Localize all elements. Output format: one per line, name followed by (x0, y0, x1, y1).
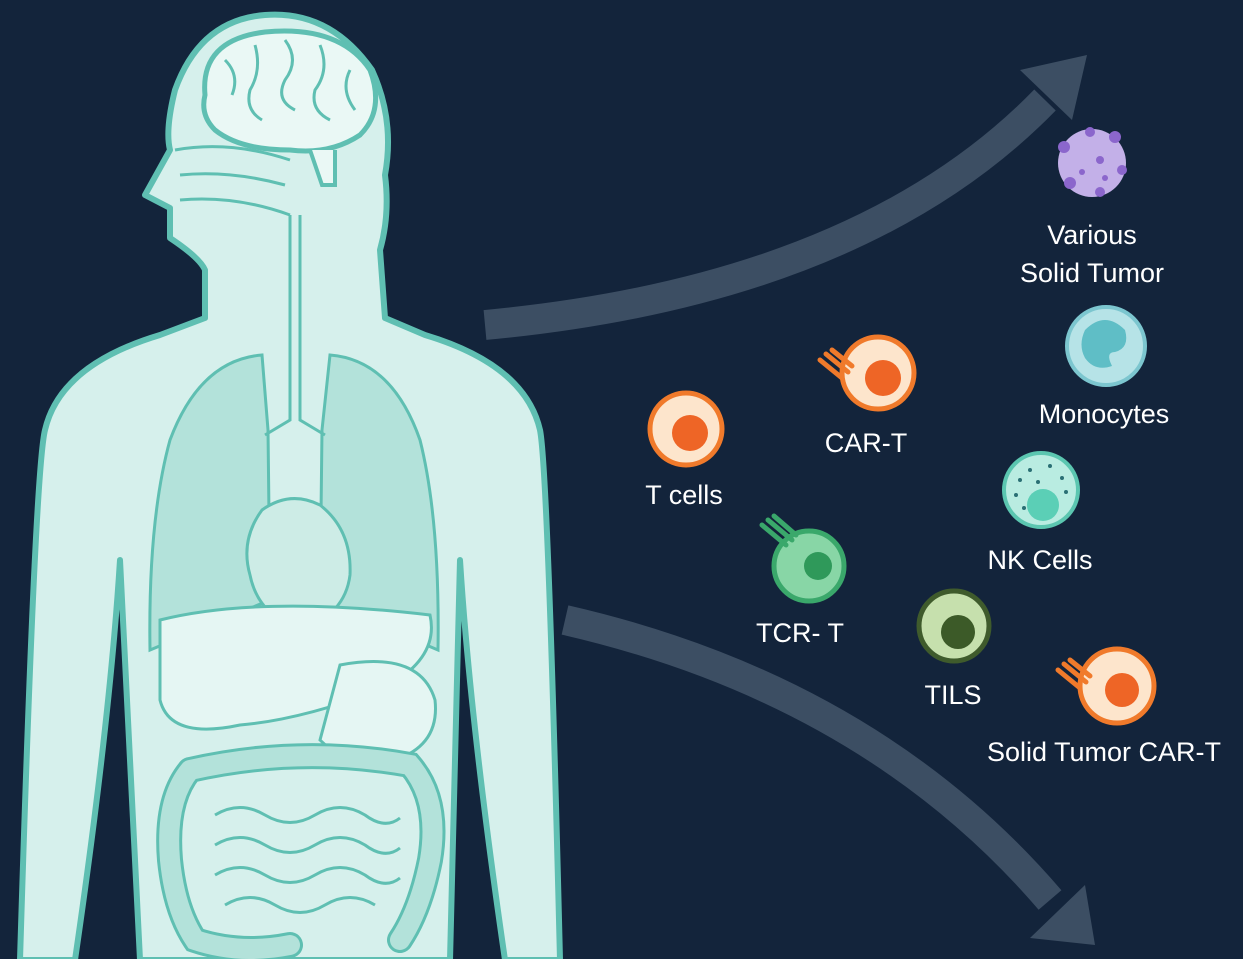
tcr-t-cell-icon (762, 516, 844, 601)
solid-tumor-car-t-label: Solid Tumor CAR-T (987, 733, 1221, 771)
t-cell-icon (650, 393, 722, 465)
curved-arrow-icon (565, 620, 1095, 945)
solid-tumor-label: Various Solid Tumor (1020, 216, 1164, 292)
nk-cell-icon (1004, 453, 1078, 527)
tils-label: TILS (924, 676, 981, 714)
solid-tumor-cell-icon (1058, 127, 1127, 197)
solid-tumor-label-line1: Various (1020, 216, 1164, 254)
t-cells-label: T cells (645, 476, 723, 514)
human-body-anatomy-icon (20, 15, 560, 959)
monocyte-cell-icon (1067, 307, 1145, 385)
car-t-cell-icon (1058, 649, 1154, 723)
tcr-t-label: TCR- T (756, 614, 844, 652)
car-t-cell-icon (820, 337, 914, 409)
solid-tumor-label-line2: Solid Tumor (1020, 254, 1164, 292)
nk-cells-label: NK Cells (987, 541, 1092, 579)
tils-cell-icon (919, 591, 989, 661)
car-t-label: CAR-T (825, 424, 908, 462)
monocytes-label: Monocytes (1039, 395, 1170, 433)
curved-arrow-icon (485, 55, 1087, 325)
